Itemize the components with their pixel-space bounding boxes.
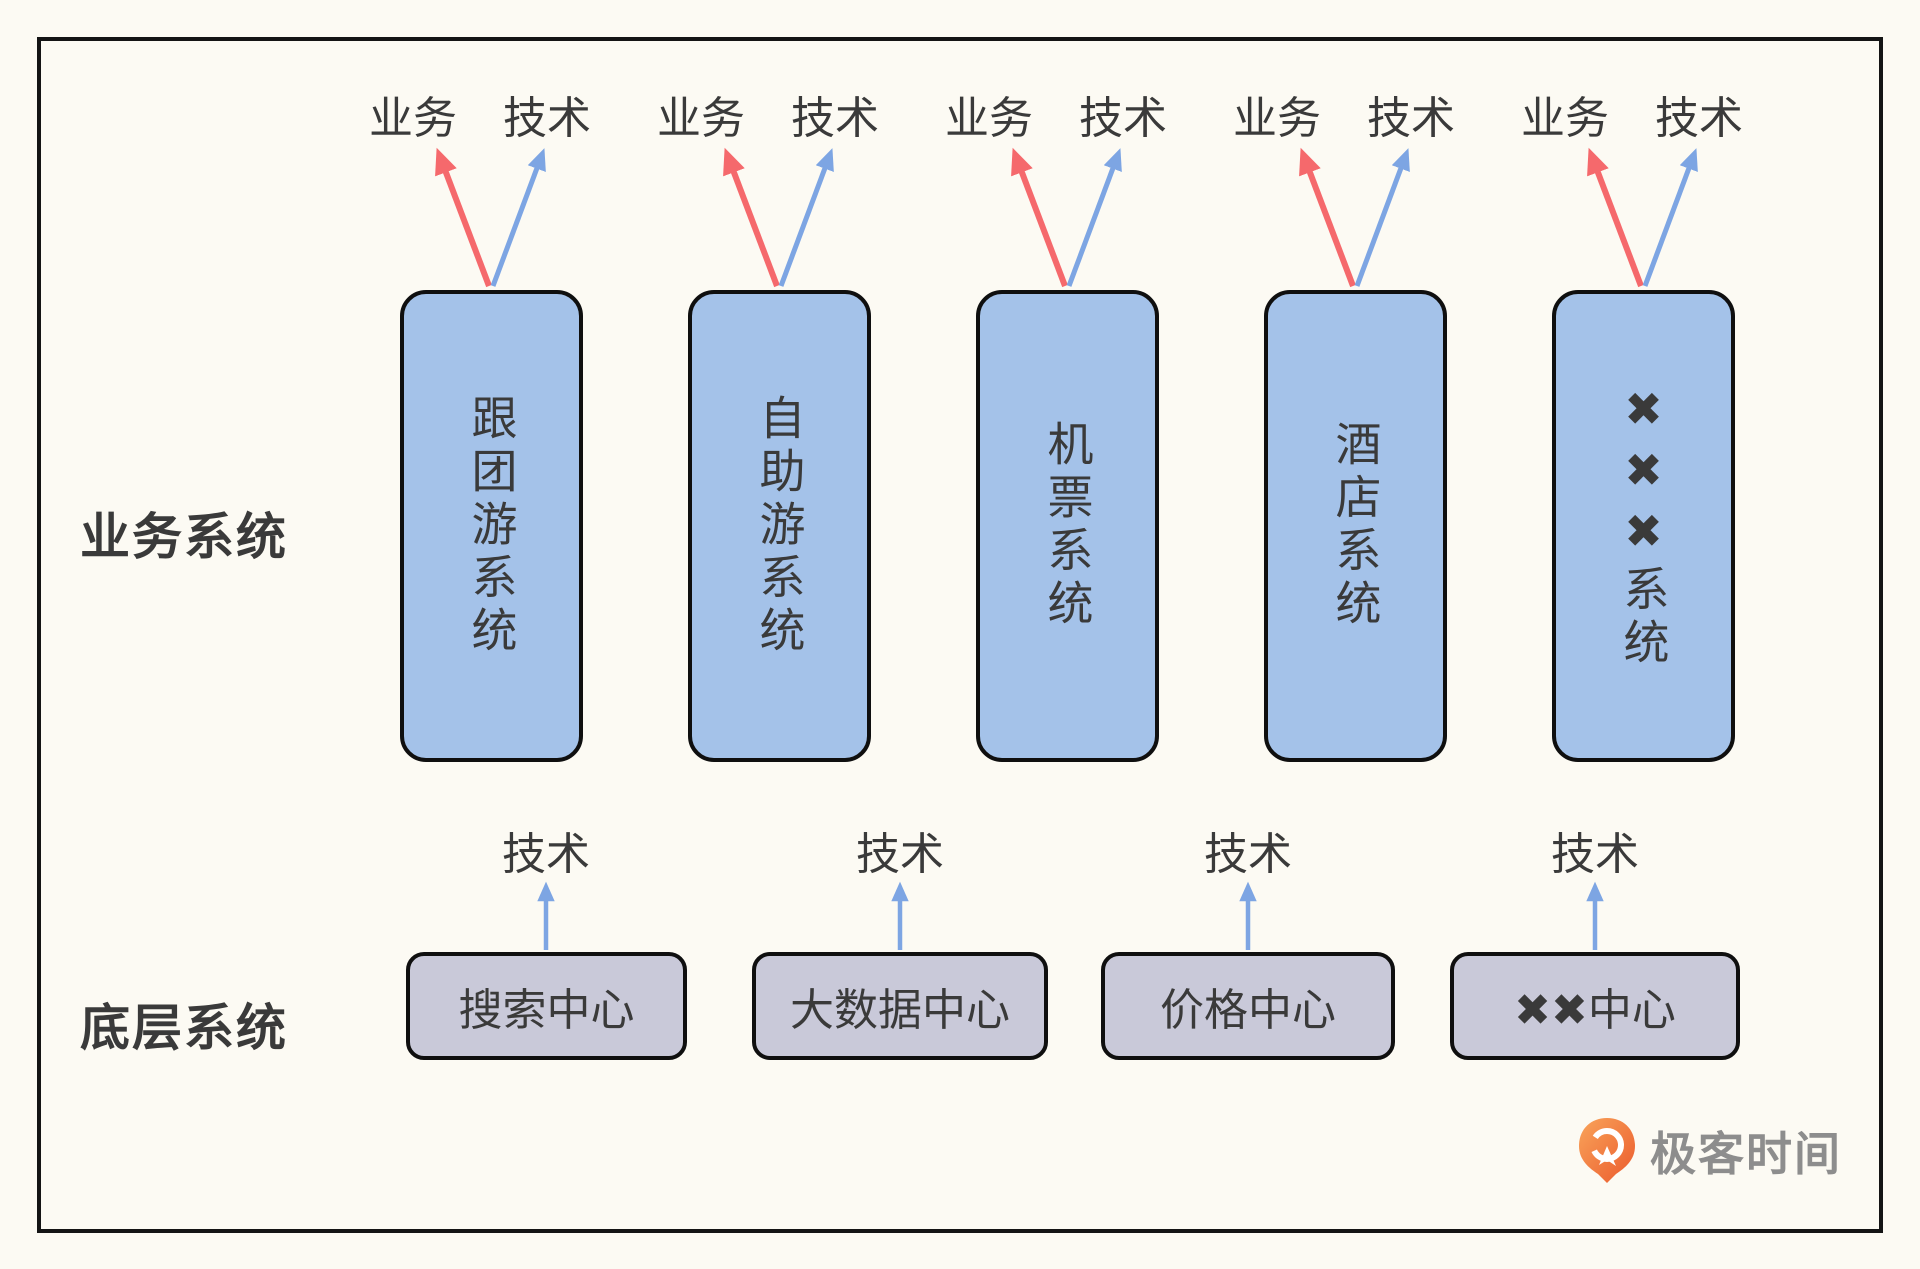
outer-frame-border — [37, 37, 1883, 1233]
business-box-name: 跟团游系统 — [465, 393, 518, 659]
base-box-name: 搜索中心 — [458, 986, 635, 1035]
business-box-name: 酒店系统 — [1329, 420, 1382, 632]
base-arrow-label-tech: 技术 — [856, 830, 944, 879]
base-arrow-label-tech: 技术 — [1204, 830, 1292, 879]
business-box-name: 自助游系统 — [753, 393, 806, 659]
label-base-row: 底层系统 — [80, 1000, 288, 1056]
geektime-logo-text: 极客时间 — [1650, 1128, 1842, 1180]
business-box-name: ✖✖✖系统 — [1617, 381, 1670, 671]
arrow-label-business: 业务 — [1233, 94, 1321, 143]
business-box-name: 机票系统 — [1041, 420, 1094, 632]
business-system-box: 酒店系统 — [1264, 290, 1447, 762]
arrow-label-business: 业务 — [1521, 94, 1609, 143]
arrow-label-tech: 技术 — [1079, 94, 1167, 143]
base-system-box: ✖✖中心 — [1450, 952, 1740, 1060]
business-system-box: ✖✖✖系统 — [1552, 290, 1735, 762]
geektime-logo: 极客时间 — [1576, 1116, 1842, 1186]
arrow-label-business: 业务 — [945, 94, 1033, 143]
label-business-row: 业务系统 — [80, 509, 288, 565]
base-system-box: 价格中心 — [1101, 952, 1395, 1060]
arrow-label-tech: 技术 — [1367, 94, 1455, 143]
arrow-label-tech: 技术 — [503, 94, 591, 143]
base-system-box: 大数据中心 — [752, 952, 1048, 1060]
business-system-box: 跟团游系统 — [400, 290, 583, 762]
base-system-box: 搜索中心 — [406, 952, 687, 1060]
base-arrow-label-tech: 技术 — [502, 830, 590, 879]
base-box-name: ✖✖中心 — [1514, 986, 1676, 1035]
base-box-name: 大数据中心 — [790, 986, 1010, 1035]
arrow-label-business: 业务 — [369, 94, 457, 143]
arrow-label-business: 业务 — [657, 94, 745, 143]
arrow-label-tech: 技术 — [1655, 94, 1743, 143]
base-arrow-label-tech: 技术 — [1551, 830, 1639, 879]
base-box-name: 价格中心 — [1160, 986, 1336, 1035]
geektime-pin-icon — [1579, 1118, 1635, 1183]
business-system-box: 机票系统 — [976, 290, 1159, 762]
business-system-box: 自助游系统 — [688, 290, 871, 762]
arrow-label-tech: 技术 — [791, 94, 879, 143]
